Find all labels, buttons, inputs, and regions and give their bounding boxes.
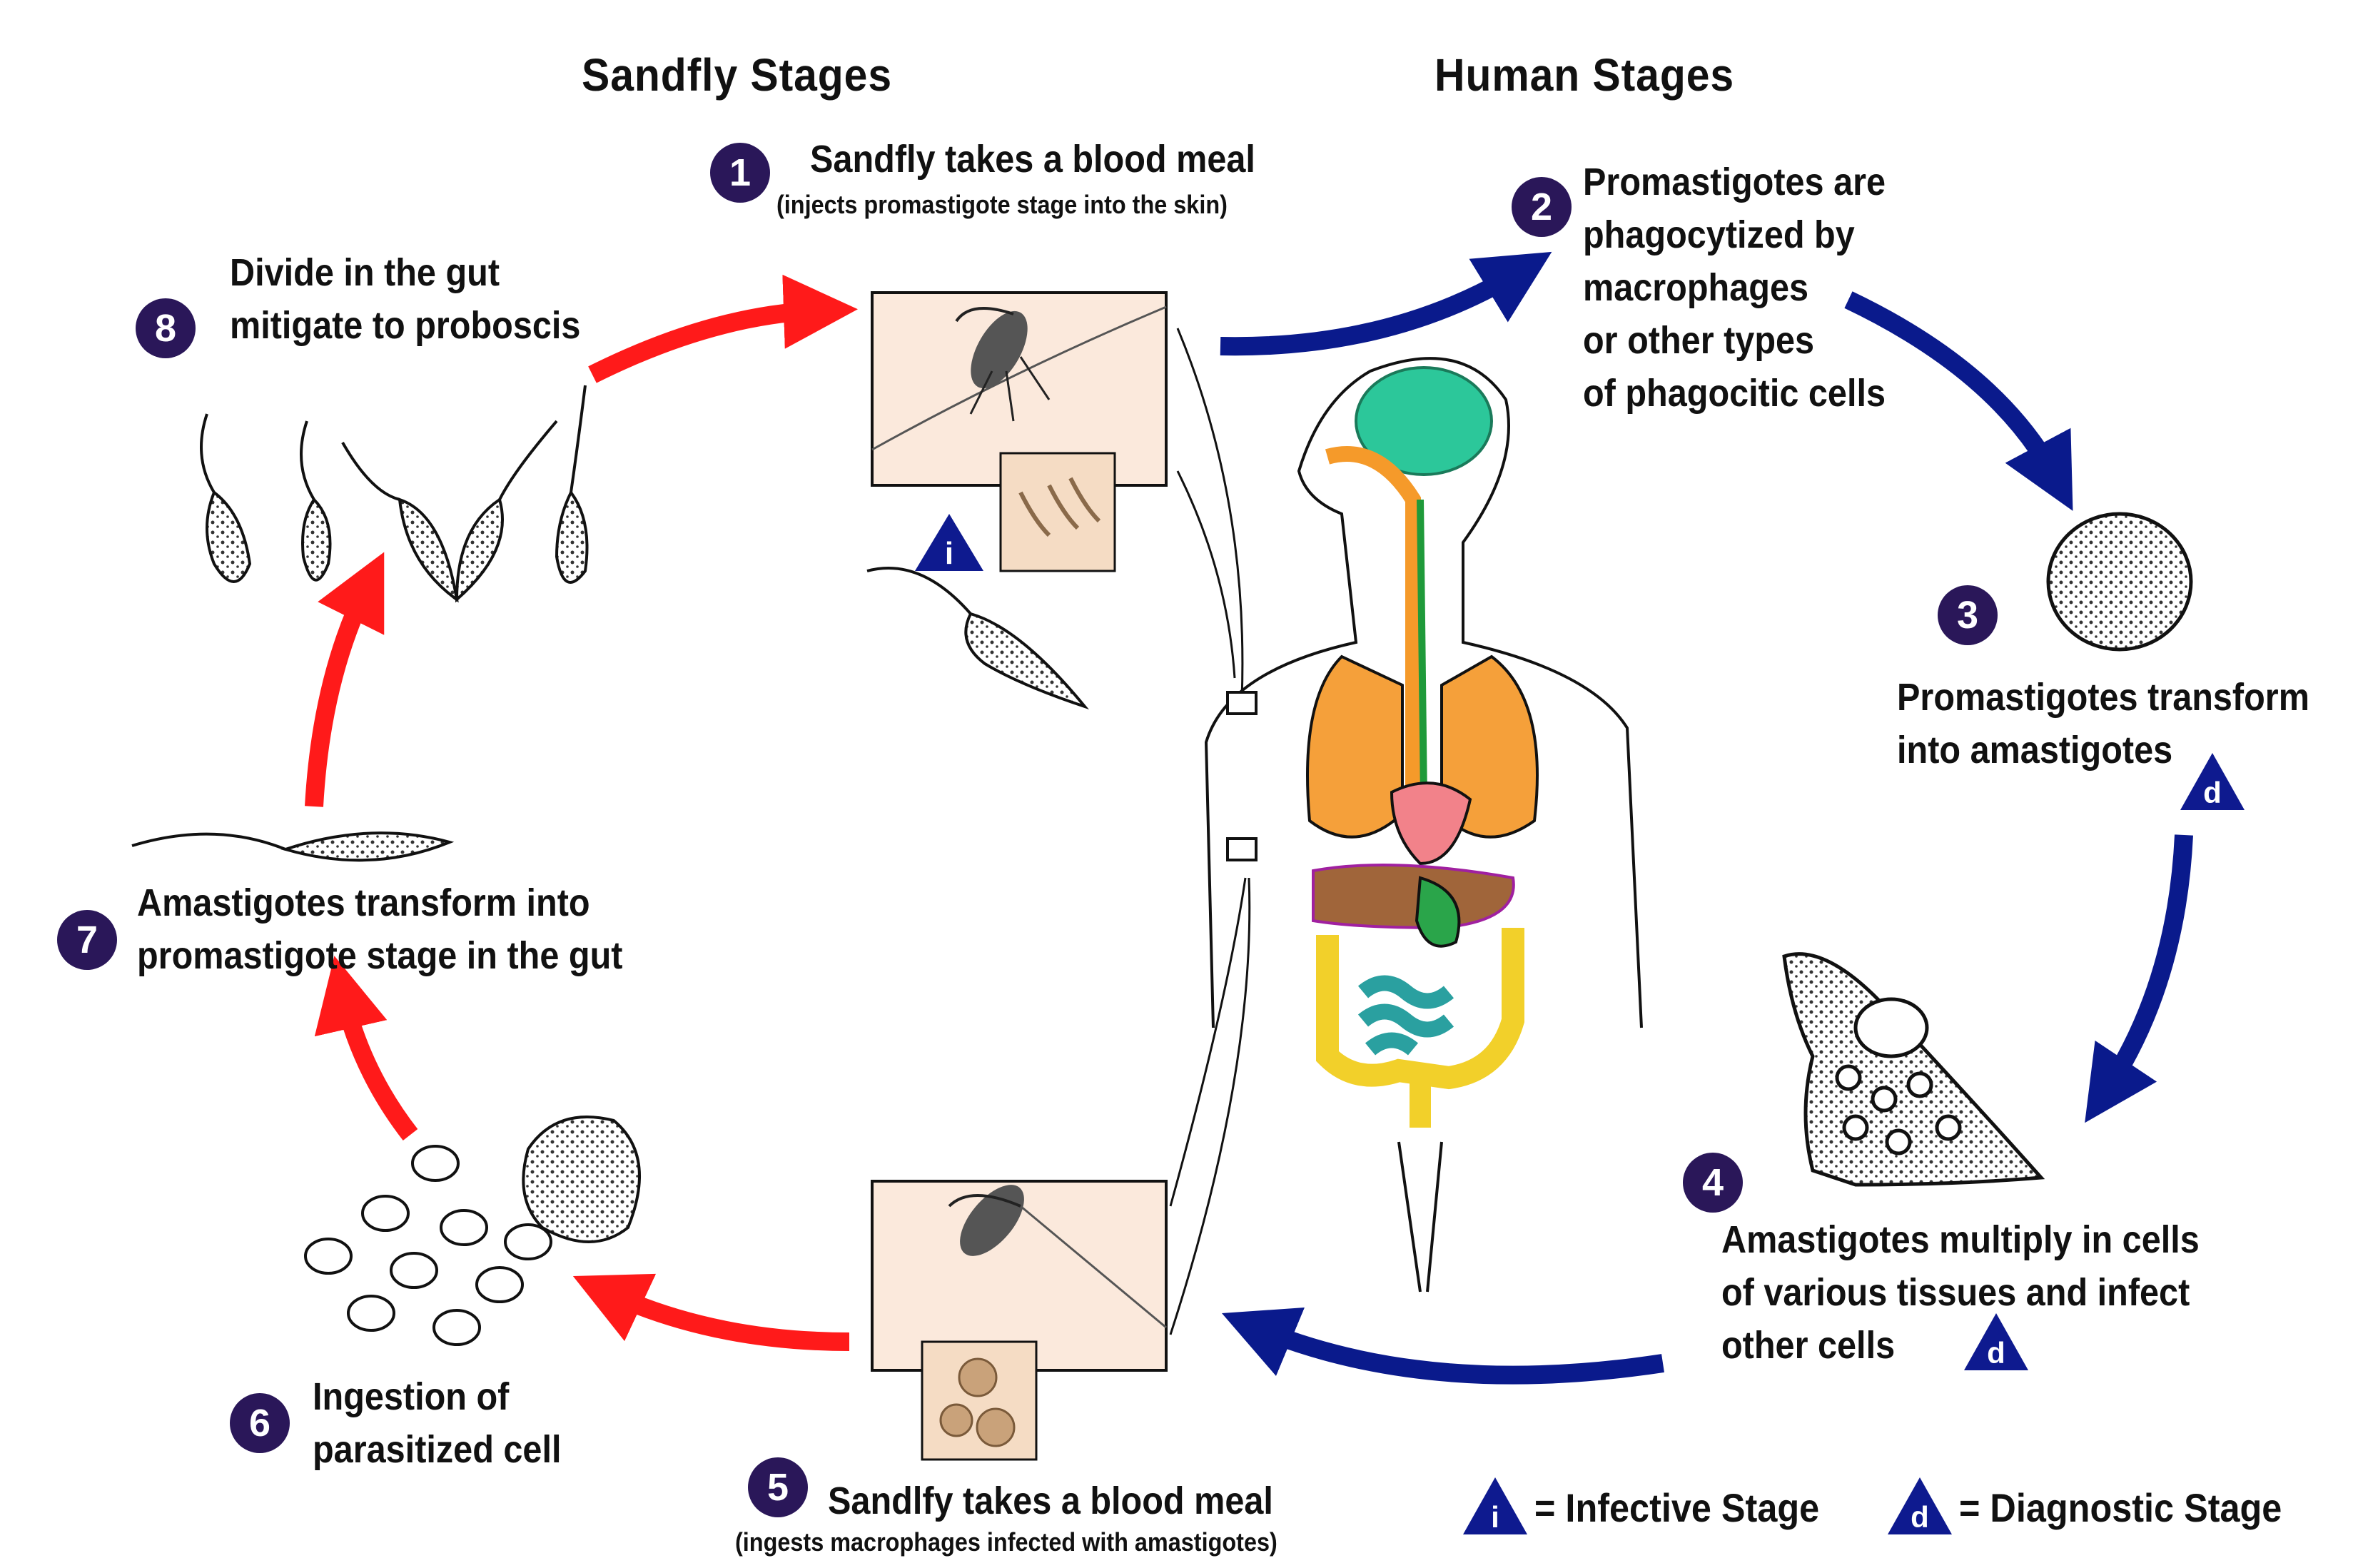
macrophage-cell xyxy=(2046,512,2193,652)
legend-infective-label: = Infective Stage xyxy=(1534,1485,1820,1530)
step-1-text: Sandfly takes a blood meal xyxy=(810,138,1255,181)
human-body xyxy=(1204,357,1643,1293)
step-8-badge: 8 xyxy=(136,298,196,358)
infective-stage-marker-panel: i xyxy=(915,514,983,571)
header-sandfly-stages: Sandfly Stages xyxy=(582,49,892,101)
arrow-7-to-8 xyxy=(305,552,385,807)
svg-text:d: d xyxy=(1911,1500,1929,1534)
svg-text:i: i xyxy=(1491,1500,1499,1534)
svg-text:d: d xyxy=(1987,1336,2005,1370)
promastigote-near-panel xyxy=(866,567,1089,710)
step-1-subtext: (injects promastigote stage into the ski… xyxy=(776,190,1228,219)
dividing-promastigotes xyxy=(200,385,589,603)
step-3-text: Promastigotes transform into amastigotes xyxy=(1897,676,2309,772)
step-2-text: Promastigotes are phagocytized by macrop… xyxy=(1583,161,1886,415)
arrow-1-to-2 xyxy=(1220,251,1552,356)
arrow-2-to-3 xyxy=(1844,291,2073,511)
diagnostic-stage-marker-3: d xyxy=(2180,753,2245,810)
header-human-stages: Human Stages xyxy=(1434,49,1735,101)
step-2-badge: 2 xyxy=(1512,177,1572,237)
arrow-6-to-7 xyxy=(314,956,418,1140)
elongating-amastigote xyxy=(131,831,455,862)
ruptured-parasitized-cell xyxy=(304,1116,641,1346)
step-7-badge: 7 xyxy=(57,910,117,970)
step-6-text: Ingestion of parasitized cell xyxy=(313,1375,562,1471)
step-3-badge: 3 xyxy=(1938,585,1998,645)
legend-diagnostic-icon: d xyxy=(1888,1477,1952,1534)
step-4-badge: 4 xyxy=(1683,1153,1743,1213)
step-6-badge: 6 xyxy=(230,1393,290,1453)
legend-infective-icon: i xyxy=(1463,1477,1527,1534)
svg-text:d: d xyxy=(2203,776,2222,809)
legend-diagnostic-label: = Diagnostic Stage xyxy=(1959,1485,2282,1530)
arrow-4-to-5 xyxy=(1221,1307,1664,1385)
arrow-3-to-4 xyxy=(2085,834,2193,1123)
step-5-subtext: (ingests macrophages infected with amast… xyxy=(735,1527,1277,1557)
step-4-text: Amastigotes multiply in cells of various… xyxy=(1721,1218,2200,1367)
arrow-5-to-6 xyxy=(572,1273,850,1351)
step-5-text: Sandlfy takes a blood meal xyxy=(828,1480,1273,1522)
step-5-badge: 5 xyxy=(748,1457,808,1517)
step-7-text: Amastigotes transform into promastigote … xyxy=(137,881,623,977)
step-1-badge: 1 xyxy=(710,143,770,203)
sandfly-bite-panel-top xyxy=(871,291,1168,572)
infected-tissue-cell xyxy=(1782,952,2045,1187)
svg-text:i: i xyxy=(945,536,953,571)
sandfly-bite-panel-bottom xyxy=(871,1180,1168,1461)
arrow-8-to-1 xyxy=(588,274,858,383)
step-8-text: Divide in the gut mitigate to proboscis xyxy=(230,251,581,347)
diagnostic-stage-marker-4: d xyxy=(1964,1313,2028,1370)
